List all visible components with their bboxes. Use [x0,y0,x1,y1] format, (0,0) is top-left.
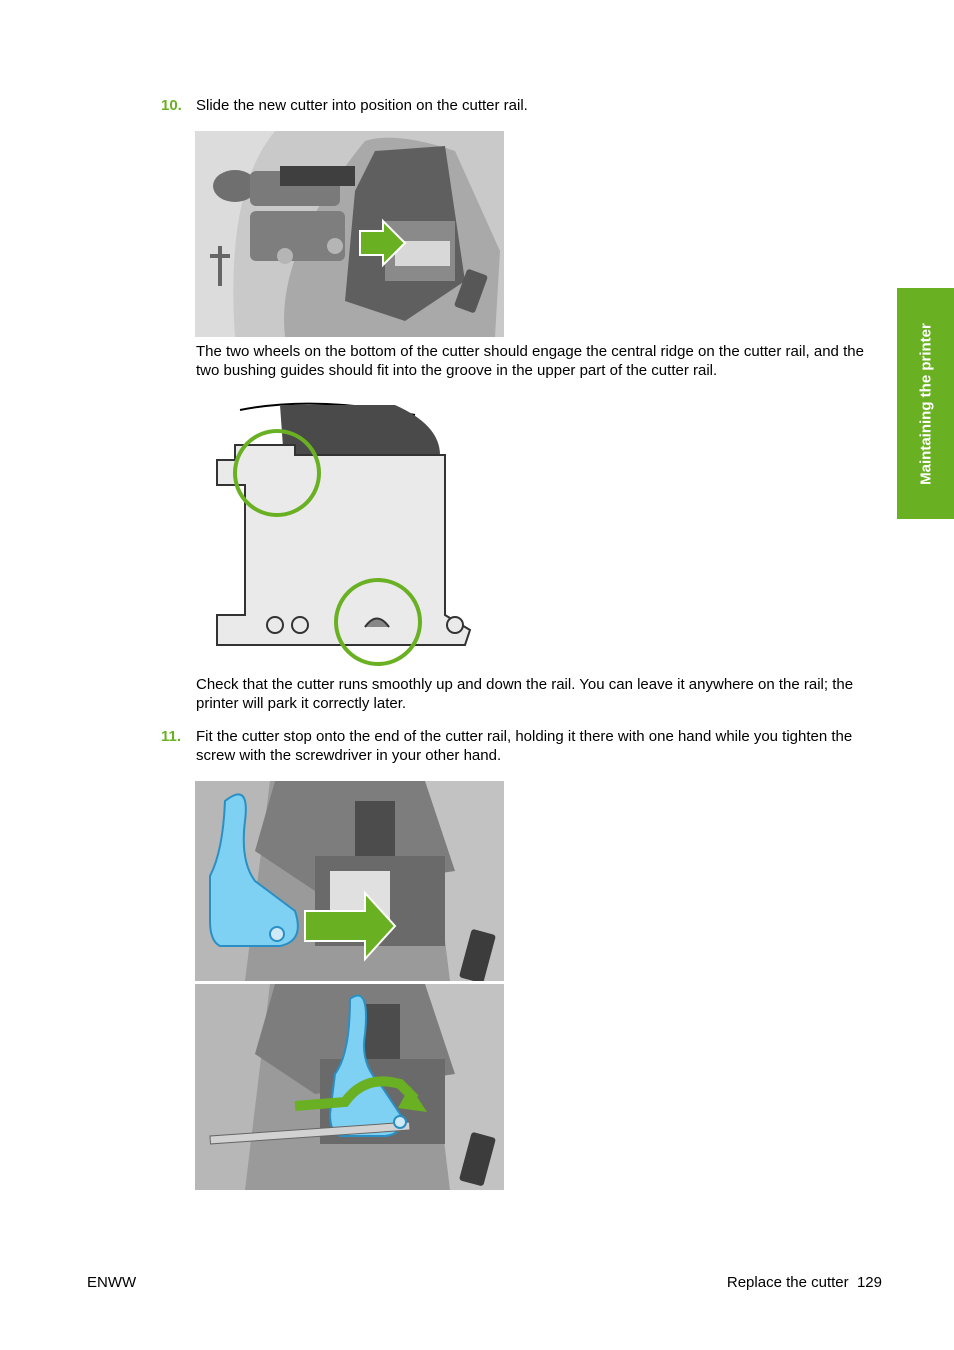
paragraph-wheels: The two wheels on the bottom of the cutt… [196,343,864,379]
paragraph-check-cutter: Check that the cutter runs smoothly up a… [196,676,854,712]
footer-left: ENWW [87,1274,137,1291]
cutter-stop-tighten-figure [195,984,504,1190]
chapter-side-tab-label: Maintaining the printer [917,322,934,485]
rail-cross-section-figure [216,402,472,666]
page-number: 129 [856,1274,882,1291]
step-number-10: 10. [161,97,182,114]
cutter-stop-approach-figure [195,781,504,981]
footer-right: Replace the cutter 129 [727,1273,882,1292]
footer-section: Replace the cutter [726,1274,849,1291]
cutter-slide-figure [195,131,504,337]
step-text-11: Fit the cutter stop onto the end of the … [196,728,853,764]
step-text-10: Slide the new cutter into position on th… [196,97,528,114]
step-number-11: 11. [161,728,182,745]
chapter-side-tab: Maintaining the printer [897,288,954,519]
